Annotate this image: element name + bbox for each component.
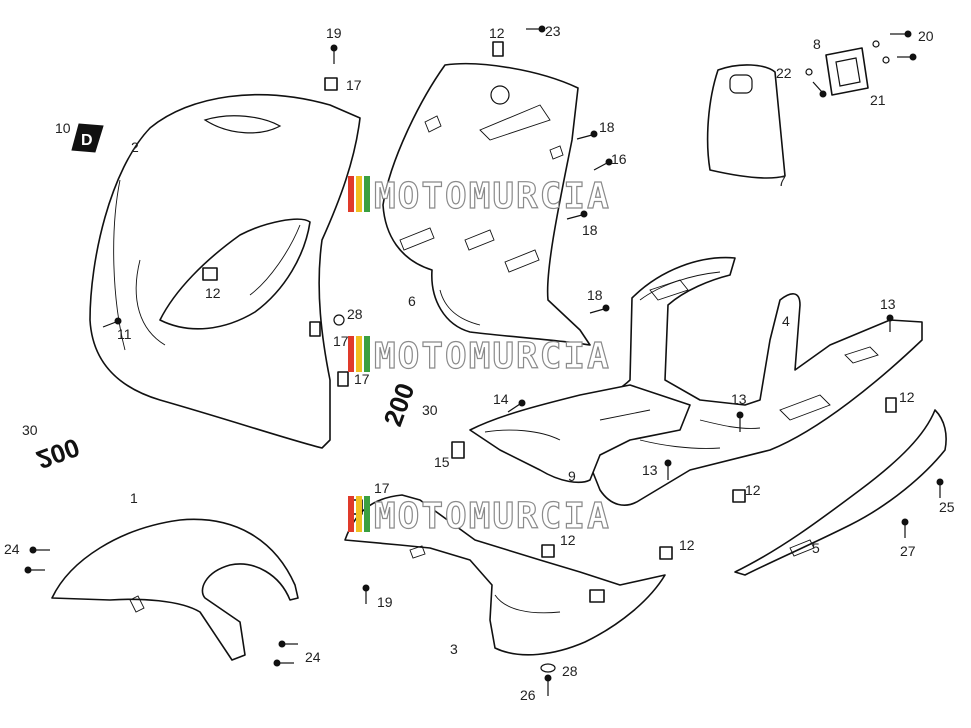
- decal-center: 200: [377, 379, 420, 430]
- floorboard-part: [584, 256, 923, 506]
- watermark-2: MOTOMURCIA: [348, 335, 611, 378]
- inner-leg-shield-part: [382, 62, 591, 346]
- callout-28a: 28: [347, 306, 363, 322]
- callout-22: 22: [776, 65, 792, 81]
- callout-15: 15: [434, 454, 450, 470]
- watermark-text: MOTOMURCIA: [374, 336, 611, 377]
- decal-left: 200: [33, 432, 84, 475]
- callout-10: 10: [55, 120, 71, 136]
- rear-panel-part: [706, 64, 786, 179]
- callout-4: 4: [782, 313, 790, 329]
- side-strip-part: [734, 409, 947, 576]
- callout-12c: 12: [899, 389, 915, 405]
- lower-belly-pan-part: [344, 494, 666, 656]
- callout-21: 21: [870, 92, 886, 108]
- watermark-3: MOTOMURCIA: [348, 495, 611, 538]
- callout-27: 27: [900, 543, 916, 559]
- callout-12b: 12: [489, 25, 505, 41]
- watermark-text: MOTOMURCIA: [374, 176, 611, 217]
- callout-13c: 13: [642, 462, 658, 478]
- callout-28b: 28: [562, 663, 578, 679]
- callout-16: 16: [611, 151, 627, 167]
- callout-12d: 12: [745, 482, 761, 498]
- center-tunnel-part: [469, 384, 691, 484]
- callout-2: 2: [131, 139, 139, 155]
- callout-12a: 12: [205, 285, 221, 301]
- callout-14: 14: [493, 391, 509, 407]
- front-shield-part: [89, 93, 361, 449]
- callout-23: 23: [545, 23, 561, 39]
- callout-5: 5: [812, 540, 820, 556]
- callout-9: 9: [568, 468, 576, 484]
- callout-1: 1: [130, 490, 138, 506]
- callout-labels: 1 2 3 4 5 6 7 8 9 10 11 12 12 12 12 12 1…: [4, 23, 955, 703]
- callout-20: 20: [918, 28, 934, 44]
- callout-17b: 17: [333, 333, 349, 349]
- callout-30b: 30: [22, 422, 38, 438]
- watermark-1: MOTOMURCIA: [348, 175, 611, 218]
- front-fender-part: [51, 518, 299, 661]
- d-badge-part: D: [71, 123, 104, 153]
- callout-26: 26: [520, 687, 536, 703]
- callout-12f: 12: [679, 537, 695, 553]
- callout-17d: 17: [374, 480, 390, 496]
- callout-30a: 30: [422, 402, 438, 418]
- callout-13b: 13: [731, 391, 747, 407]
- callout-13a: 13: [880, 296, 896, 312]
- watermark-text: MOTOMURCIA: [374, 496, 611, 537]
- callout-6: 6: [408, 293, 416, 309]
- callout-3: 3: [450, 641, 458, 657]
- callout-18b: 18: [582, 222, 598, 238]
- clip-nut-12: [202, 267, 218, 281]
- callout-25: 25: [939, 499, 955, 515]
- callout-12e: 12: [560, 532, 576, 548]
- plate-holder-part: [825, 47, 869, 96]
- callout-11: 11: [117, 326, 132, 342]
- callout-18a: 18: [599, 119, 615, 135]
- callout-19b: 19: [377, 594, 393, 610]
- callout-24b: 24: [305, 649, 321, 665]
- callout-24a: 24: [4, 541, 20, 557]
- callout-7: 7: [778, 173, 786, 189]
- callout-18c: 18: [587, 287, 603, 303]
- callout-19a: 19: [326, 25, 342, 41]
- callout-17c: 17: [354, 371, 370, 387]
- callout-17a: 17: [346, 77, 362, 93]
- callout-8: 8: [813, 36, 821, 52]
- d-badge-letter: D: [81, 132, 93, 149]
- screws-group: [24, 25, 944, 696]
